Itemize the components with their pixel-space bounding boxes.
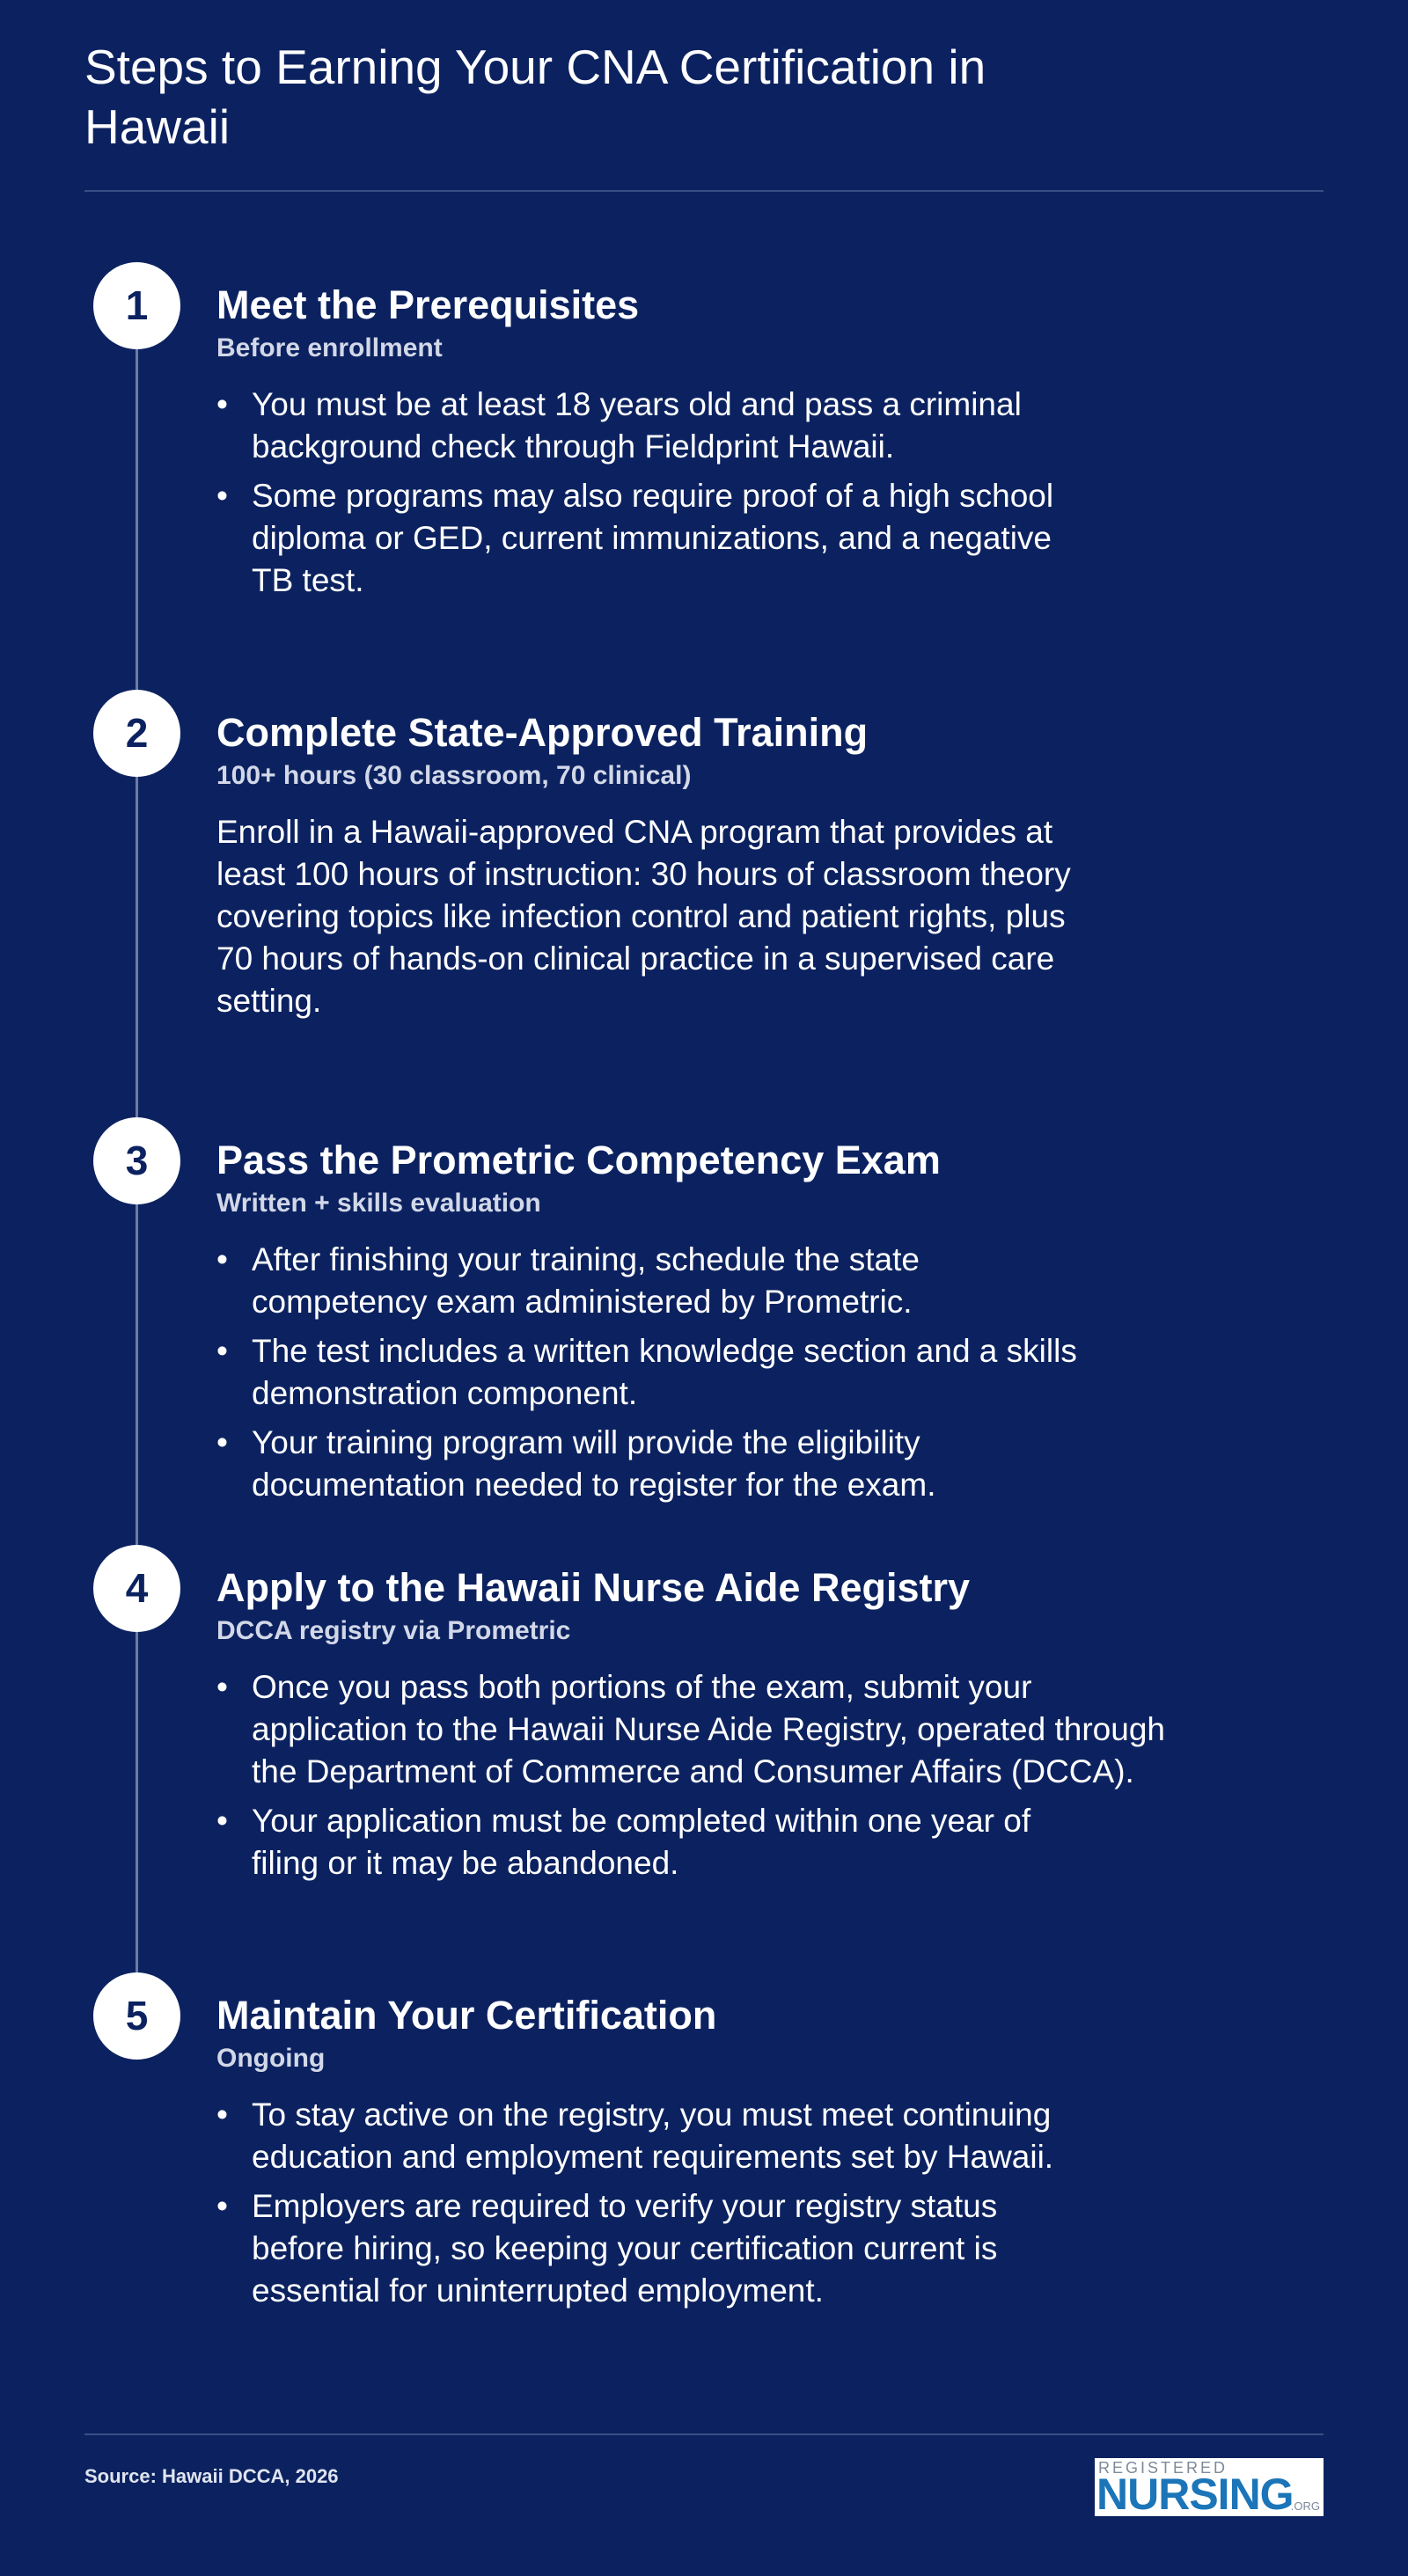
bullet-icon: • bbox=[216, 1424, 228, 1460]
source-citation: Source: Hawaii DCCA, 2026 bbox=[84, 2465, 339, 2487]
list-item-text: Employers are required to verify your re… bbox=[252, 2188, 998, 2309]
page-title: Steps to Earning Your CNA Certification … bbox=[84, 40, 986, 154]
list-item: • Your training program will provide the … bbox=[216, 1422, 1096, 1506]
list-item: • Some programs may also require proof of… bbox=[216, 475, 1096, 602]
step-bullet-list: • You must be at least 18 years old and p… bbox=[216, 384, 1096, 602]
step-title: Complete State-Approved Training bbox=[216, 710, 869, 755]
list-item-text: After finishing your training, schedule … bbox=[252, 1241, 920, 1320]
step-title: Maintain Your Certification bbox=[216, 1993, 717, 2038]
logo-suffix-text: .ORG bbox=[1290, 2499, 1320, 2513]
step-bullet-list: • Once you pass both portions of the exam… bbox=[216, 1666, 1184, 1884]
list-item-text: The test includes a written knowledge se… bbox=[252, 1333, 1077, 1411]
step-title: Pass the Prometric Competency Exam bbox=[216, 1138, 941, 1182]
step-number-circle: 1 bbox=[93, 262, 180, 349]
step-subtitle: DCCA registry via Prometric bbox=[216, 1616, 571, 1645]
list-item: • Once you pass both portions of the exam… bbox=[216, 1666, 1184, 1793]
list-item: • Your application must be completed with… bbox=[216, 1800, 1079, 1884]
list-item: • You must be at least 18 years old and p… bbox=[216, 384, 1096, 468]
step-number-circle: 5 bbox=[93, 1972, 180, 2060]
step-number-circle: 3 bbox=[93, 1117, 180, 1204]
logo-main-text: NURSING bbox=[1096, 2470, 1294, 2519]
step-subtitle: 100+ hours (30 classroom, 70 clinical) bbox=[216, 761, 692, 790]
bullet-icon: • bbox=[216, 386, 228, 422]
list-item-text: Your application must be completed withi… bbox=[252, 1803, 1031, 1881]
footer-divider bbox=[84, 2433, 1324, 2435]
step-paragraph: Enroll in a Hawaii-approved CNA program … bbox=[216, 814, 1071, 1019]
list-item-text: Some programs may also require proof of … bbox=[252, 478, 1054, 598]
step-title: Apply to the Hawaii Nurse Aide Registry bbox=[216, 1565, 971, 1610]
step-number-circle: 4 bbox=[93, 1545, 180, 1632]
bullet-icon: • bbox=[216, 1669, 228, 1705]
bullet-icon: • bbox=[216, 1333, 228, 1369]
step-title: Meet the Prerequisites bbox=[216, 282, 640, 327]
header-divider bbox=[84, 190, 1324, 192]
step-subtitle: Ongoing bbox=[216, 2044, 326, 2073]
step-bullet-list: • To stay active on the registry, you mus… bbox=[216, 2094, 1167, 2312]
bullet-icon: • bbox=[216, 1241, 228, 1277]
logo-top-text: REGISTERED bbox=[1098, 2459, 1228, 2477]
list-item-text: Your training program will provide the e… bbox=[252, 1424, 936, 1503]
list-item: • To stay active on the registry, you mus… bbox=[216, 2094, 1167, 2178]
list-item-text: You must be at least 18 years old and pa… bbox=[252, 386, 1022, 465]
bullet-icon: • bbox=[216, 2097, 228, 2133]
step-bullet-list: • After finishing your training, schedule… bbox=[216, 1239, 1096, 1506]
list-item: • Employers are required to verify your r… bbox=[216, 2185, 1061, 2312]
registered-nursing-logo: REGISTERED NURSING .ORG bbox=[1095, 2458, 1324, 2519]
list-item-text: Once you pass both portions of the exam,… bbox=[252, 1669, 1165, 1789]
list-item: • After finishing your training, schedule… bbox=[216, 1239, 1096, 1323]
step-subtitle: Written + skills evaluation bbox=[216, 1189, 541, 1218]
list-item: • The test includes a written knowledge s… bbox=[216, 1330, 1096, 1415]
bullet-icon: • bbox=[216, 1803, 228, 1839]
bullet-icon: • bbox=[216, 478, 228, 514]
bullet-icon: • bbox=[216, 2188, 228, 2224]
step-number-circle: 2 bbox=[93, 690, 180, 777]
list-item-text: To stay active on the registry, you must… bbox=[252, 2097, 1054, 2175]
step-subtitle: Before enrollment bbox=[216, 333, 443, 362]
